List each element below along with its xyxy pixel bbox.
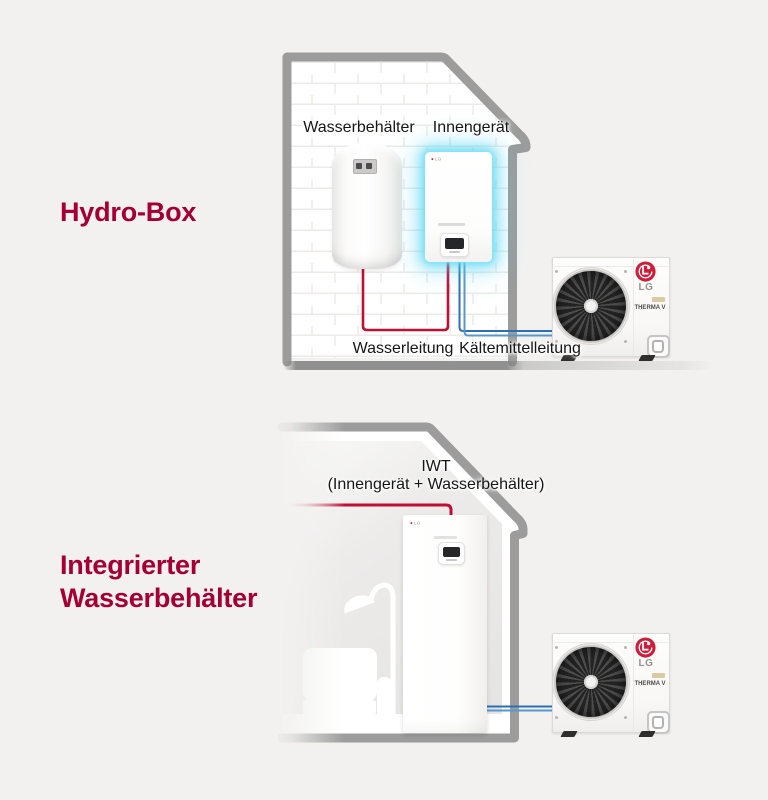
- water-line-label: Wasserleitung: [352, 340, 454, 357]
- screw-icon: [624, 716, 627, 719]
- water-tank: [332, 143, 402, 269]
- indoor-unit: ● LG: [425, 152, 492, 262]
- iwt-unit-label-line2: (Innengerät + Wasserbehälter): [327, 476, 545, 493]
- energy-sticker: [652, 673, 665, 678]
- iwt-unit-led: [446, 559, 457, 561]
- screw-icon: [624, 646, 627, 649]
- panel-seam: [633, 635, 634, 731]
- lg-mini-logo: ● LG: [410, 521, 421, 526]
- iwt-unit-label: IWT (Innengerät + Wasserbehälter): [328, 458, 545, 494]
- hydro-box-heading: Hydro-Box: [60, 197, 197, 227]
- fan-hub: [584, 299, 598, 313]
- indoor-unit-model-strip: [438, 223, 465, 226]
- iwt-unit-model-strip: [434, 536, 457, 539]
- energy-sticker: [652, 297, 665, 302]
- hydro-box-pipes: [361, 260, 553, 337]
- fan-hub: [584, 675, 598, 689]
- iwt-unit: ● LG: [403, 515, 487, 733]
- iwt-heading: Integrierter Wasserbehälter: [60, 550, 258, 613]
- indoor-unit-label: Innengerät: [432, 119, 510, 136]
- lg-mini-logo: ● LG: [431, 157, 442, 162]
- panel-seam: [554, 266, 668, 267]
- refrigerant-line-label: Kältemittelleitung: [459, 340, 581, 357]
- lg-brand-text: LG: [638, 658, 654, 669]
- screw-icon: [624, 340, 627, 343]
- pipe-connection-stub: [652, 716, 664, 729]
- pipe-connection-stub: [652, 340, 664, 353]
- tank-label: Wasserbehälter: [303, 119, 415, 136]
- outdoor-unit-bottom: LG THERMA V: [552, 633, 670, 737]
- screw-icon: [555, 646, 558, 649]
- iwt-unit-display: [438, 542, 465, 565]
- therma-v-label: THERMA V: [634, 305, 666, 311]
- pipe-connection-box: [647, 335, 670, 358]
- hydro-box-ground-shadow: [283, 361, 713, 370]
- pipe-connection-box: [647, 711, 670, 734]
- tank-display: [353, 159, 377, 174]
- panel-seam: [633, 259, 634, 355]
- lg-brand-text: LG: [638, 282, 654, 293]
- water-line: [361, 260, 450, 332]
- indoor-unit-display: [440, 233, 469, 257]
- refrigerant-line-a: [458, 260, 553, 332]
- refrigerant-line-b: [463, 260, 553, 337]
- panel-seam: [554, 642, 668, 643]
- hydro-box-house: [282, 52, 713, 370]
- screw-icon: [624, 270, 627, 273]
- lg-logo-icon: [635, 261, 656, 282]
- indoor-unit-screen: [445, 238, 464, 249]
- iwt-water-line: [288, 503, 453, 517]
- iwt-unit-label-line1: IWT: [421, 458, 451, 475]
- lg-logo-icon: [635, 637, 656, 658]
- indoor-unit-led: [449, 251, 460, 253]
- screw-icon: [555, 270, 558, 273]
- therma-v-label: THERMA V: [634, 681, 666, 687]
- screw-icon: [555, 716, 558, 719]
- iwt-pipes: [288, 503, 553, 712]
- floor-lamp-silhouette: [344, 582, 396, 730]
- iwt-unit-screen: [443, 547, 460, 557]
- outdoor-unit-top: LG THERMA V: [552, 257, 670, 361]
- iwt-left-fade: [262, 413, 345, 763]
- screw-icon: [555, 340, 558, 343]
